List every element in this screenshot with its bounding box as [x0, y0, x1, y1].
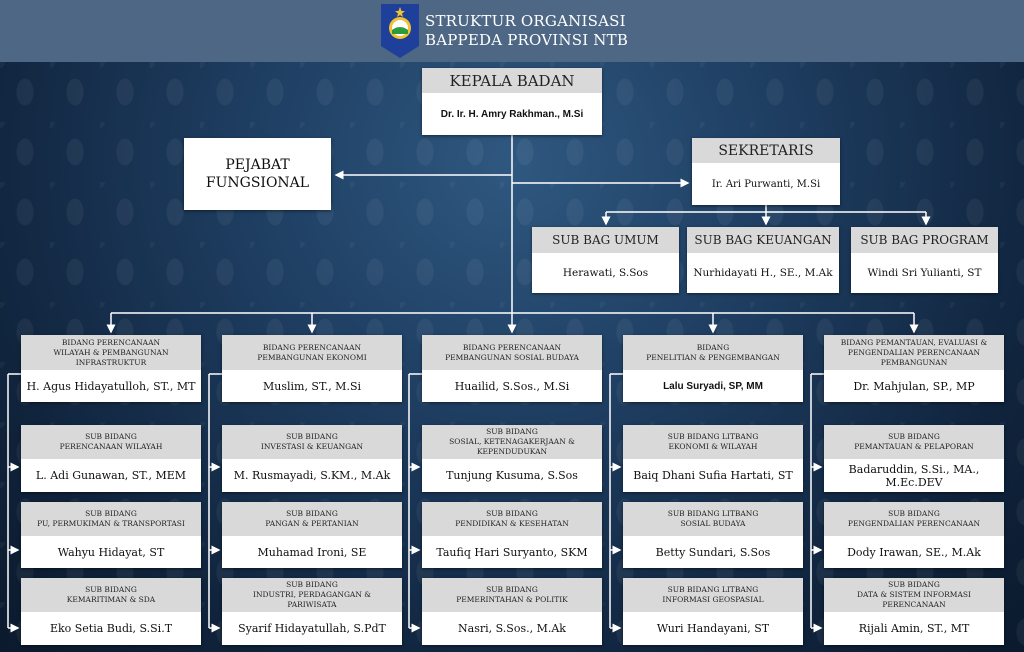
pejabat-fungsional-box: PEJABAT FUNGSIONAL	[184, 138, 331, 210]
pejabat-line-1: PEJABAT	[225, 157, 290, 173]
sub-bag-box: SUB BAG UMUM Herawati, S.Sos	[532, 227, 679, 293]
sekretaris-box-name: Ir. Ari Purwanti, M.Si	[711, 178, 821, 190]
header-bar: STRUKTUR ORGANISASI BAPPEDA PROVINSI NTB	[0, 0, 1024, 62]
sub-bidang-box-title: SUB BIDANG INDUSTRI, PERDAGANGAN & PARIW…	[222, 578, 402, 612]
bidang-box: BIDANG PERENCANAAN PEMBANGUNAN EKONOMI Mu…	[222, 335, 402, 402]
sub-bidang-box-name: L. Adi Gunawan, ST., MEM	[35, 469, 187, 482]
sub-bidang-box: SUB BIDANG DATA & SISTEM INFORMASI PEREN…	[824, 578, 1004, 645]
sub-bidang-box-name: Wahyu Hidayat, ST	[57, 545, 165, 559]
sub-bag-box-name: Herawati, S.Sos	[562, 267, 649, 279]
kepala-badan-box: KEPALA BADAN Dr. Ir. H. Amry Rakhman., M.…	[422, 68, 602, 135]
sub-bidang-box: SUB BIDANG PEMERINTAHAN & POLITIK Nasri, …	[422, 578, 602, 645]
sub-bidang-box-title: SUB BIDANG SOSIAL, KETENAGAKERJAAN & KEP…	[422, 425, 602, 459]
sub-bidang-box: SUB BIDANG PEMANTAUAN & PELAPORAN Badarud…	[824, 425, 1004, 492]
kepala-badan-box-title: KEPALA BADAN	[422, 68, 602, 93]
bidang-box: BIDANG PEMANTAUAN, EVALUASI & PENGENDALI…	[824, 335, 1004, 402]
bidang-box-name: Muslim, ST., M.Si	[262, 379, 361, 393]
sub-bag-box-title: SUB BAG PROGRAM	[851, 227, 998, 253]
sub-bidang-box: SUB BIDANG INDUSTRI, PERDAGANGAN & PARIW…	[222, 578, 402, 645]
sub-bidang-box-name: Wuri Handayani, ST	[656, 622, 770, 635]
sub-bidang-box-name: Muhamad Ironi, SE	[257, 545, 367, 559]
sub-bidang-box-title: SUB BIDANG PEMANTAUAN & PELAPORAN	[824, 425, 1004, 459]
sub-bidang-box-title: SUB BIDANG LITBANG INFORMASI GEOSPASIAL	[623, 578, 803, 612]
sub-bidang-box-title: SUB BIDANG KEMARITIMAN & SDA	[21, 578, 201, 612]
sub-bidang-box: SUB BIDANG PENGENDALIAN PERENCANAAN Dody …	[824, 502, 1004, 568]
sub-bidang-box-name: Badaruddin, S.Si., MA., M.Ec.DEV	[848, 462, 980, 489]
sub-bidang-box-name: Syarif Hidayatullah, S.PdT	[238, 622, 386, 635]
sub-bidang-box-name: Tunjung Kusuma, S.Sos	[446, 469, 578, 482]
sub-bidang-box-title: SUB BIDANG PU, PERMUKIMAN & TRANSPORTASI	[21, 502, 201, 536]
bidang-box: BIDANG PERENCANAAN WILAYAH & PEMBANGUNAN…	[21, 335, 201, 402]
sub-bag-box-name: Nurhidayati H., SE., M.Ak	[693, 267, 833, 279]
bidang-box-title: BIDANG PEMANTAUAN, EVALUASI & PENGENDALI…	[824, 335, 1004, 370]
sub-bidang-box-name: Eko Setia Budi, S.Si.T	[49, 622, 173, 635]
sub-bidang-box: SUB BIDANG PANGAN & PERTANIAN Muhamad Iro…	[222, 502, 402, 568]
sekretaris-box: SEKRETARIS Ir. Ari Purwanti, M.Si	[692, 138, 840, 205]
sub-bidang-box: SUB BIDANG LITBANG SOSIAL BUDAYA Betty Su…	[623, 502, 803, 568]
sub-bidang-box: SUB BIDANG PU, PERMUKIMAN & TRANSPORTASI…	[21, 502, 201, 568]
sub-bidang-box-title: SUB BIDANG LITBANG EKONOMI & WILAYAH	[623, 425, 803, 459]
sub-bidang-box-title: SUB BIDANG PERENCANAAN WILAYAH	[21, 425, 201, 459]
sub-bidang-box: SUB BIDANG PERENCANAAN WILAYAH L. Adi Gun…	[21, 425, 201, 492]
sub-bidang-box-title: SUB BIDANG DATA & SISTEM INFORMASI PEREN…	[824, 578, 1004, 612]
sub-bidang-box-title: SUB BIDANG PANGAN & PERTANIAN	[222, 502, 402, 536]
sub-bidang-box-name: M. Rusmayadi, S.KM., M.Ak	[233, 469, 391, 482]
sub-bidang-box: SUB BIDANG LITBANG EKONOMI & WILAYAH Baiq…	[623, 425, 803, 492]
sub-bidang-box-name: Nasri, S.Sos., M.Ak	[458, 622, 566, 635]
sub-bidang-box-name: Betty Sundari, S.Sos	[655, 545, 771, 559]
bidang-box-title: BIDANG PERENCANAAN PEMBANGUNAN EKONOMI	[222, 335, 402, 370]
page-title: STRUKTUR ORGANISASI BAPPEDA PROVINSI NTB	[425, 12, 628, 50]
sub-bidang-box-name: Baiq Dhani Sufia Hartati, ST	[633, 469, 793, 482]
sub-bag-box-name: Windi Sri Yulianti, ST	[867, 267, 982, 279]
sub-bidang-box-title: SUB BIDANG PENDIDIKAN & KESEHATAN	[422, 502, 602, 536]
bidang-box-name: Lalu Suryadi, SP, MM	[663, 380, 763, 392]
bidang-box: BIDANG PERENCANAAN PEMBANGUNAN SOSIAL BU…	[422, 335, 602, 402]
sub-bidang-box-title: SUB BIDANG LITBANG SOSIAL BUDAYA	[623, 502, 803, 536]
bidang-box-title: BIDANG PERENCANAAN WILAYAH & PEMBANGUNAN…	[21, 335, 201, 370]
title-line-2: BAPPEDA PROVINSI NTB	[425, 31, 629, 49]
title-line-1: STRUKTUR ORGANISASI	[425, 12, 626, 30]
sekretaris-box-title: SEKRETARIS	[692, 138, 840, 163]
sub-bag-box-title: SUB BAG UMUM	[532, 227, 679, 253]
sub-bidang-box: SUB BIDANG PENDIDIKAN & KESEHATAN Taufiq …	[422, 502, 602, 568]
sub-bidang-box: SUB BIDANG SOSIAL, KETENAGAKERJAAN & KEP…	[422, 425, 602, 492]
bidang-box-title: BIDANG PENELITIAN & PENGEMBANGAN	[623, 335, 803, 370]
sub-bidang-box-name: Rijali Amin, ST., MT	[858, 622, 970, 635]
sub-bag-box-title: SUB BAG KEUANGAN	[687, 227, 839, 253]
sub-bidang-box: SUB BIDANG LITBANG INFORMASI GEOSPASIAL W…	[623, 578, 803, 645]
bidang-box: BIDANG PENELITIAN & PENGEMBANGAN Lalu Sur…	[623, 335, 803, 402]
sub-bidang-box-name: Dody Irawan, SE., M.Ak	[847, 545, 981, 559]
sub-bag-box: SUB BAG PROGRAM Windi Sri Yulianti, ST	[851, 227, 998, 293]
kepala-badan-box-name: Dr. Ir. H. Amry Rakhman., M.Si	[440, 108, 584, 120]
pejabat-line-2: FUNGSIONAL	[205, 175, 310, 191]
sub-bidang-box-title: SUB BIDANG PENGENDALIAN PERENCANAAN	[824, 502, 1004, 536]
sub-bidang-box-name: Taufiq Hari Suryanto, SKM	[436, 545, 588, 559]
sub-bidang-box: SUB BIDANG INVESTASI & KEUANGAN M. Rusmay…	[222, 425, 402, 492]
sub-bag-box: SUB BAG KEUANGAN Nurhidayati H., SE., M.A…	[687, 227, 839, 293]
bidang-box-name: Dr. Mahjulan, SP., MP	[853, 379, 975, 393]
bidang-box-name: H. Agus Hidayatulloh, ST., MT	[26, 379, 196, 393]
bidang-box-title: BIDANG PERENCANAAN PEMBANGUNAN SOSIAL BU…	[422, 335, 602, 370]
sub-bidang-box: SUB BIDANG KEMARITIMAN & SDA Eko Setia Bu…	[21, 578, 201, 645]
ntb-emblem-logo	[381, 4, 419, 58]
sub-bidang-box-title: SUB BIDANG PEMERINTAHAN & POLITIK	[422, 578, 602, 612]
bidang-box-name: Huailid, S.Sos., M.Si	[454, 379, 570, 393]
sub-bidang-box-title: SUB BIDANG INVESTASI & KEUANGAN	[222, 425, 402, 459]
